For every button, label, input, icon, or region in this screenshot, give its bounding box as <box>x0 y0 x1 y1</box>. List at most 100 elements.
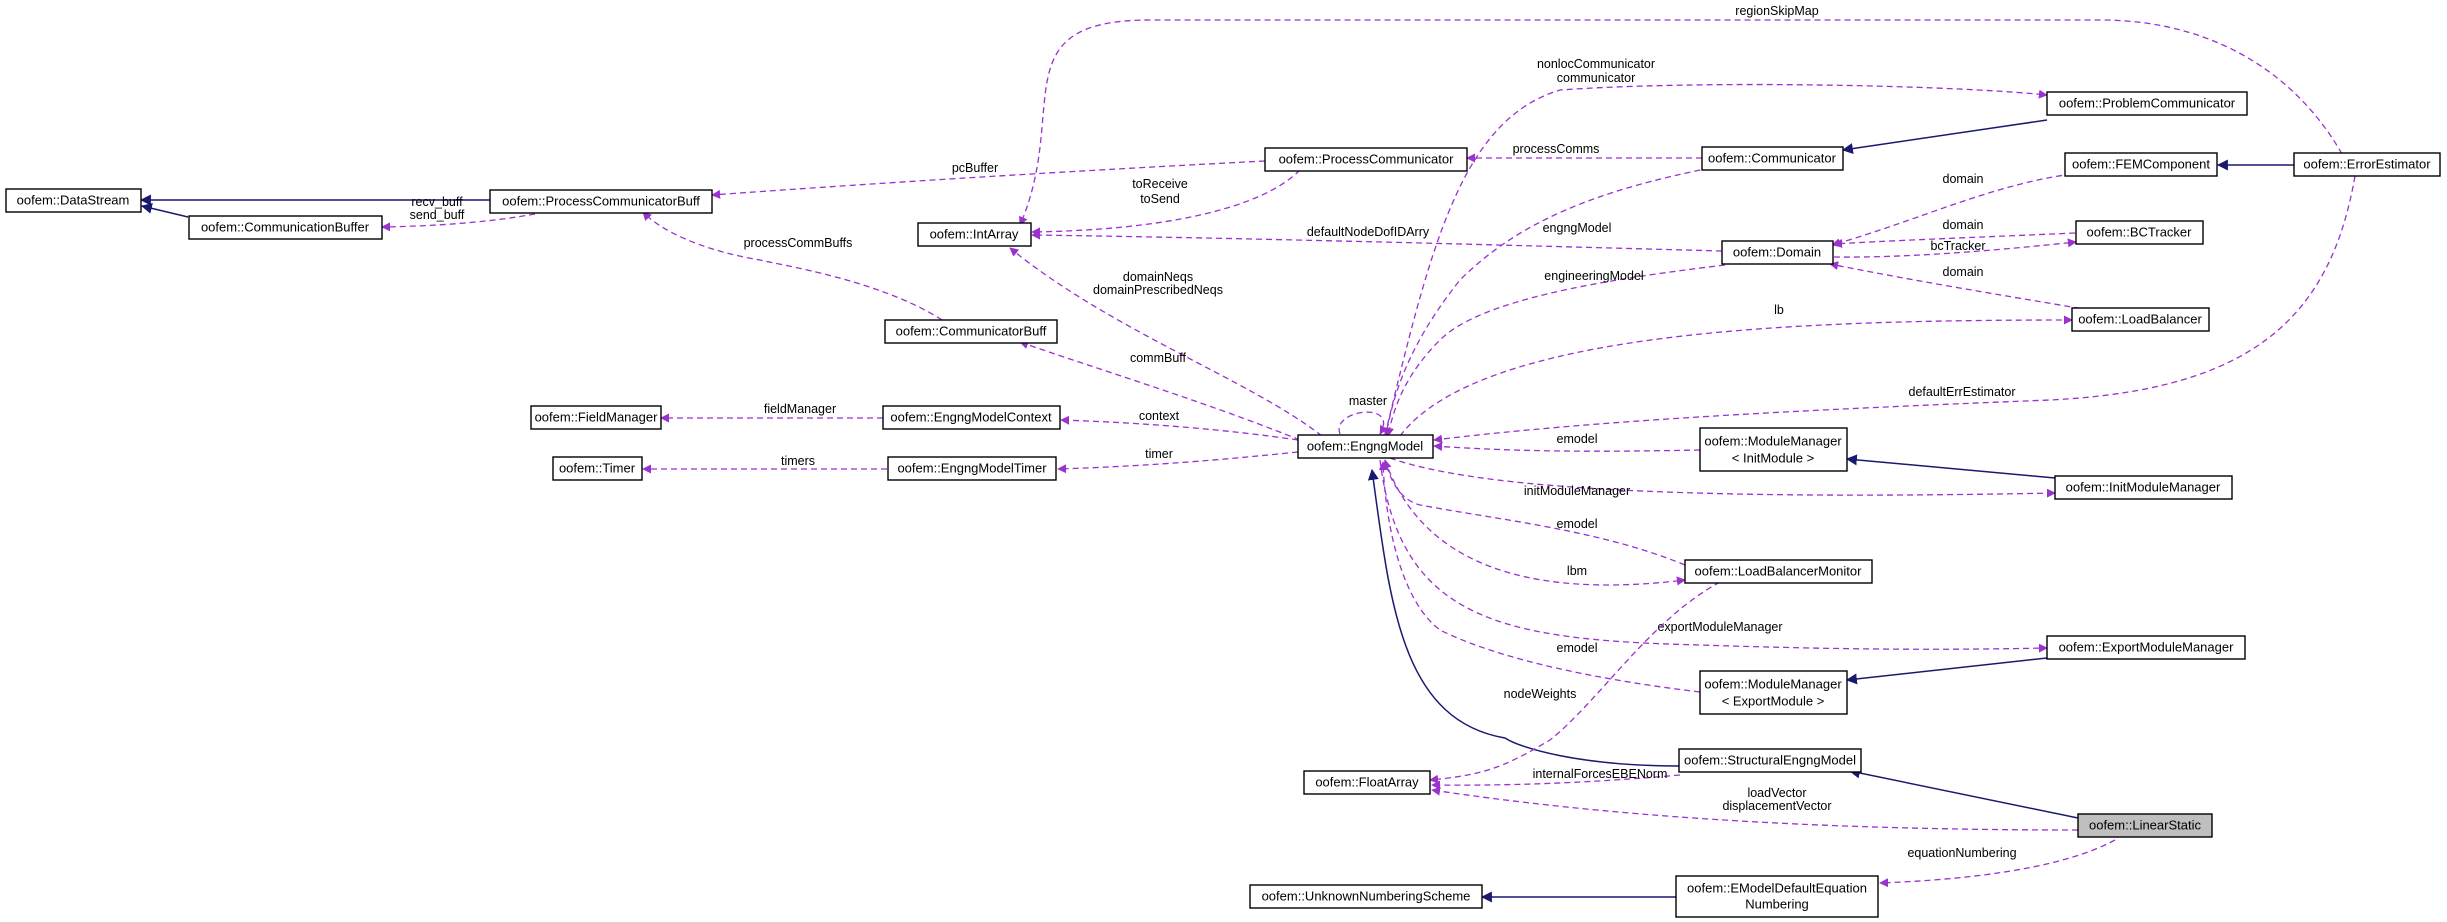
edge-pcbuffer: pcBuffer <box>711 160 1266 199</box>
edge-linearstatic-to-structural <box>1848 767 2079 819</box>
node-communicator[interactable]: oofem::Communicator <box>1701 146 1844 171</box>
label-emodel-init: emodel <box>1557 432 1598 446</box>
label-emodel-lbm: emodel <box>1557 517 1598 531</box>
node-exportmodulemanager[interactable]: oofem::ExportModuleManager <box>2046 635 2246 660</box>
node-errorestimator[interactable]: oofem::ErrorEstimator <box>2293 152 2441 177</box>
node-label: oofem::EngngModel <box>1307 438 1423 453</box>
node-label: oofem::EngngModelTimer <box>897 460 1047 475</box>
node-intarray[interactable]: oofem::IntArray <box>917 222 1032 247</box>
edge-commbuffer-to-datastream <box>140 202 189 218</box>
label-communicator: communicator <box>1557 71 1636 85</box>
edge-emodel-init: emodel <box>1433 432 1701 452</box>
label-emodel-export: emodel <box>1557 641 1598 655</box>
edge-emodel-lbm: emodel <box>1382 459 1686 566</box>
edge-engineeringmodel: engineeringModel <box>1385 264 1726 437</box>
node-domain[interactable]: oofem::Domain <box>1721 240 1834 265</box>
node-floatarray[interactable]: oofem::FloatArray <box>1303 770 1431 795</box>
edge-timer: timer <box>1057 447 1299 474</box>
edge-processcommbuffs: processCommBuffs <box>642 211 943 321</box>
node-communicationbuffer[interactable]: oofem::CommunicationBuffer <box>188 215 383 240</box>
node-label: oofem::ProcessCommunicatorBuff <box>502 193 700 208</box>
edge-exportmm-to-mmexport <box>1845 657 2048 685</box>
node-engngmodelcontext[interactable]: oofem::EngngModelContext <box>882 405 1061 430</box>
inheritance-edges <box>139 119 2294 903</box>
label-regionskipmap: regionSkipMap <box>1735 4 1818 18</box>
label-domain-bc: domain <box>1943 218 1984 232</box>
label-domain-lb: domain <box>1943 265 1984 279</box>
node-label: oofem::BCTracker <box>2087 224 2193 239</box>
node-processcommunicator[interactable]: oofem::ProcessCommunicator <box>1264 147 1468 172</box>
label-engngmodel: engngModel <box>1543 221 1612 235</box>
node-problemcommunicator[interactable]: oofem::ProblemCommunicator <box>2046 91 2248 116</box>
label-pcbuffer: pcBuffer <box>952 161 998 175</box>
edge-exportmodulemanager: exportModuleManager <box>1379 459 2048 653</box>
node-engngmodeltimer[interactable]: oofem::EngngModelTimer <box>887 456 1057 481</box>
edge-lbm: lbm <box>1384 459 1686 586</box>
node-linearstatic[interactable]: oofem::LinearStatic <box>2077 813 2213 838</box>
label-sendbuff: send_buff <box>410 208 465 222</box>
label-bctracker: bcTracker <box>1930 239 1985 253</box>
node-label: oofem::Communicator <box>1708 150 1837 165</box>
label-fieldmanager: fieldManager <box>764 402 836 416</box>
node-label: oofem::Timer <box>559 460 636 475</box>
label-timer: timer <box>1145 447 1173 461</box>
label-engineeringmodel: engineeringModel <box>1544 269 1643 283</box>
node-label: oofem::CommunicationBuffer <box>201 219 370 234</box>
node-initmodulemanager[interactable]: oofem::InitModuleManager <box>2054 475 2233 500</box>
edge-domainneqs: domainNeqs domainPrescribedNeqs <box>1009 247 1323 437</box>
edge-internalforcesebenorm: internalForcesEBENorm <box>1431 767 1681 790</box>
node-loadbalancer[interactable]: oofem::LoadBalancer <box>2071 307 2210 332</box>
node-processcommunicatorbuff[interactable]: oofem::ProcessCommunicatorBuff <box>489 189 713 214</box>
label-toreceive: toReceive <box>1132 177 1188 191</box>
edge-lb: lb <box>1399 303 2073 437</box>
node-engngmodel[interactable]: oofem::EngngModel <box>1297 434 1434 459</box>
edge-context: context <box>1060 409 1299 441</box>
edge-toreceive-tosend: toReceive toSend <box>1031 169 1301 237</box>
node-unknownnumberingscheme[interactable]: oofem::UnknownNumberingScheme <box>1249 884 1483 909</box>
node-label-line1: oofem::ModuleManager <box>1704 433 1842 448</box>
edge-defaultnodedofidarry: defaultNodeDofIDArry <box>1031 225 1723 252</box>
node-bctracker[interactable]: oofem::BCTracker <box>2075 220 2204 245</box>
edge-regionskipmap: regionSkipMap <box>1019 4 2343 226</box>
class-nodes: oofem::DataStream oofem::CommunicationBu… <box>5 91 2441 918</box>
label-tosend: toSend <box>1140 192 1180 206</box>
node-structuralengngmodel[interactable]: oofem::StructuralEngngModel <box>1678 748 1862 773</box>
node-label: oofem::ErrorEstimator <box>2303 156 2431 171</box>
label-internalforcesebenorm: internalForcesEBENorm <box>1533 767 1668 781</box>
label-domain-fem: domain <box>1943 172 1984 186</box>
node-label: oofem::Domain <box>1733 244 1821 259</box>
label-nodeweights: nodeWeights <box>1504 687 1577 701</box>
edge-communicator-to-problemcomm: nonlocCommunicator communicator <box>1384 57 2048 436</box>
node-label: oofem::LinearStatic <box>2089 817 2202 832</box>
node-modulemanager-exportmodule[interactable]: oofem::ModuleManager < ExportModule > <box>1699 670 1848 715</box>
edge-processcomms: processComms <box>1466 142 1702 163</box>
label-loadvector: loadVector <box>1747 786 1806 800</box>
node-datastream[interactable]: oofem::DataStream <box>5 188 142 213</box>
node-communicatorbuff[interactable]: oofem::CommunicatorBuff <box>884 319 1058 344</box>
node-loadbalancermonitor[interactable]: oofem::LoadBalancerMonitor <box>1684 559 1873 584</box>
label-processcomms: processComms <box>1513 142 1600 156</box>
label-commbuff: commBuff <box>1130 351 1187 365</box>
edge-nodeweights: nodeWeights <box>1429 581 1721 784</box>
label-context: context <box>1139 409 1180 423</box>
edge-domain-from-loadbalancer: domain <box>1829 261 2091 311</box>
node-timer[interactable]: oofem::Timer <box>552 456 643 481</box>
node-label: oofem::ExportModuleManager <box>2059 639 2235 654</box>
edge-defaulterrestimator: defaultErrEstimator <box>1433 175 2356 444</box>
node-label: oofem::ProblemCommunicator <box>2059 95 2236 110</box>
usage-edges: regionSkipMap nonlocCommunicator communi… <box>381 4 2356 888</box>
edge-fieldmanager: fieldManager <box>660 402 883 423</box>
node-label-line2: Numbering <box>1745 896 1809 911</box>
node-emodeldefaultequationnumbering[interactable]: oofem::EModelDefaultEquation Numbering <box>1675 875 1879 918</box>
edge-loadvector-displacementvector: loadVector displacementVector <box>1431 786 2079 831</box>
label-exportmodulemanager: exportModuleManager <box>1657 620 1782 634</box>
node-fieldmanager[interactable]: oofem::FieldManager <box>530 405 662 430</box>
edge-domain-from-bctracker: domain <box>1833 218 2076 249</box>
node-label: oofem::FEMComponent <box>2072 156 2210 171</box>
node-femcomponent[interactable]: oofem::FEMComponent <box>2064 152 2218 177</box>
label-defaulterrestimator: defaultErrEstimator <box>1909 385 2016 399</box>
node-label: oofem::ProcessCommunicator <box>1279 151 1455 166</box>
label-processcommbuffs: processCommBuffs <box>744 236 853 250</box>
node-modulemanager-initmodule[interactable]: oofem::ModuleManager < InitModule > <box>1699 427 1848 472</box>
